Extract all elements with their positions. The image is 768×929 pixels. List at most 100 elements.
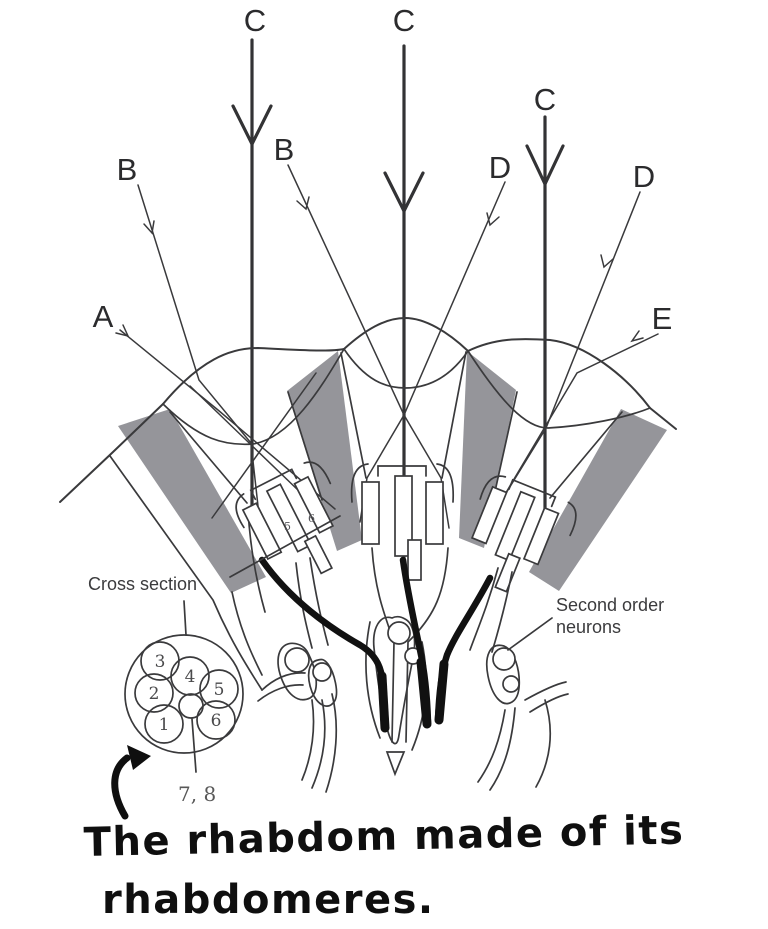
axon-black-right: [434, 574, 494, 724]
ray-e: [503, 333, 659, 497]
rhabdomere-circle: [170, 656, 210, 696]
leader-7-8: [191, 718, 197, 773]
ray-label-a: A: [93, 299, 114, 334]
omm-wall: [340, 352, 367, 479]
omm-wall: [169, 411, 248, 504]
neuron-tail: [535, 699, 552, 788]
rhabdomere-number: 2: [149, 684, 160, 704]
rhabdomere-number: 1: [159, 715, 170, 735]
ray-label-d-right: D: [633, 159, 655, 194]
second-order-neurons-label-line1: Second order: [556, 595, 664, 615]
neuron-nucleus: [387, 621, 411, 645]
neuron-cell-outline: [277, 642, 318, 701]
ray-label-e: E: [652, 301, 673, 336]
neuron-swoosh: [261, 672, 306, 691]
ray-c-right-arrowhead: [525, 144, 565, 188]
neuron-swoosh: [529, 693, 569, 713]
neuron-tail: [311, 699, 326, 789]
rhabdomere-rect: [303, 534, 334, 575]
rhabdomere-rect: [494, 552, 522, 593]
neuron-nucleus: [284, 647, 310, 673]
neuron-swoosh: [524, 681, 567, 701]
rhabdomere-rect: [470, 485, 508, 545]
omm-wall: [549, 411, 623, 499]
neuron-nucleus: [312, 662, 332, 682]
cross-section-inset: 3 4 5 2 1 6: [124, 515, 341, 773]
bundle-crown: [235, 461, 332, 529]
cross-section-leader-to-bundle: [229, 515, 341, 578]
lens-mid-upper: [343, 316, 469, 352]
rhabdomere-rect: [293, 475, 335, 534]
pigment-wedge: [287, 351, 362, 551]
ray-label-c-left: C: [244, 3, 266, 38]
second-order-neuron-region: [257, 556, 569, 793]
axon-black-left: [258, 556, 388, 730]
neuron-swoosh: [257, 684, 304, 702]
handwritten-note-line1: The rhabdom made of its: [83, 807, 685, 866]
rhabdomere-rect: [265, 483, 313, 553]
ray-d-left-arrowhead: [486, 212, 500, 227]
rhabdomere-number: 5: [214, 680, 225, 700]
neuron-tail: [477, 709, 506, 783]
rhabdomere-rect: [361, 481, 380, 545]
omm-wall: [491, 391, 518, 506]
ray-e-arrowhead: [630, 330, 644, 343]
bundle-digit-6: 6: [308, 512, 315, 525]
rhabdomere-number: 6: [211, 711, 222, 731]
ray-b-left-arrowhead: [143, 220, 155, 235]
cornea-and-lenses: [59, 316, 677, 503]
ray-c-left-arrowhead: [231, 104, 273, 148]
cross-section-label: Cross section: [88, 574, 197, 594]
lens-left-lower: [162, 348, 345, 446]
ray-label-d-left: D: [489, 150, 511, 185]
omm-wall-outer-left: [109, 455, 263, 691]
rhabdomere-6: 6: [196, 700, 236, 740]
ink-annotations: [111, 745, 151, 820]
omm-sheath: [231, 591, 263, 676]
central-rhabdomere-7-8-circle: [178, 693, 204, 719]
rhabdomere-rect: [425, 481, 444, 545]
eye-outer-boundary-left: [59, 403, 164, 503]
axon-thick-segment: [377, 671, 390, 733]
rhabdomere-number: 4: [185, 667, 196, 687]
rhabdom-bundle-center: [350, 463, 455, 581]
lens-mid-lower: [343, 348, 469, 389]
rhabdom-bundle-left: [235, 461, 335, 575]
pigment-wedges: [118, 351, 667, 593]
pigment-wedge: [118, 409, 266, 593]
bundle-digit-5: 5: [284, 520, 291, 533]
bundle-crown: [479, 475, 577, 537]
central-cartridge-tip: [385, 751, 406, 777]
lens-right-lower: [467, 350, 651, 429]
ommatidial-walls: [109, 351, 623, 691]
axon-thick-segment: [416, 657, 432, 729]
rhabdomere-circle: [199, 669, 239, 709]
rhabdomere-rect: [241, 502, 283, 561]
rhabdomere-rect: [522, 506, 560, 566]
omm-wall: [287, 391, 323, 501]
hand-curved-arrow-head: [127, 745, 151, 770]
eye-outer-boundary-right: [649, 407, 677, 430]
ray-a-arrowhead: [115, 324, 130, 338]
second-order-leader: [507, 617, 553, 651]
neuron-cell-outline: [372, 615, 416, 745]
ray-label-c-right: C: [534, 82, 556, 117]
label-7-8: 7, 8: [178, 782, 216, 806]
neuron-tail: [325, 693, 338, 793]
pigment-wedge: [529, 409, 667, 591]
stalk-left: [295, 557, 329, 649]
ray-label-b-left: B: [117, 152, 138, 187]
rhabdomere-circle: [196, 700, 236, 740]
rhabdomere-4: 4: [170, 656, 210, 696]
hand-curved-arrow: [111, 754, 131, 820]
rhabdomere-2: 2: [134, 673, 174, 713]
rhabdomere-rect: [394, 475, 413, 557]
neuron-nucleus: [492, 647, 516, 671]
neuron-tail: [489, 707, 516, 791]
cross-section-circle: [124, 634, 244, 754]
second-order-neurons-label-line2: neurons: [556, 617, 621, 637]
ray-b-mid: [287, 164, 450, 529]
ray-b-left: [137, 184, 259, 507]
